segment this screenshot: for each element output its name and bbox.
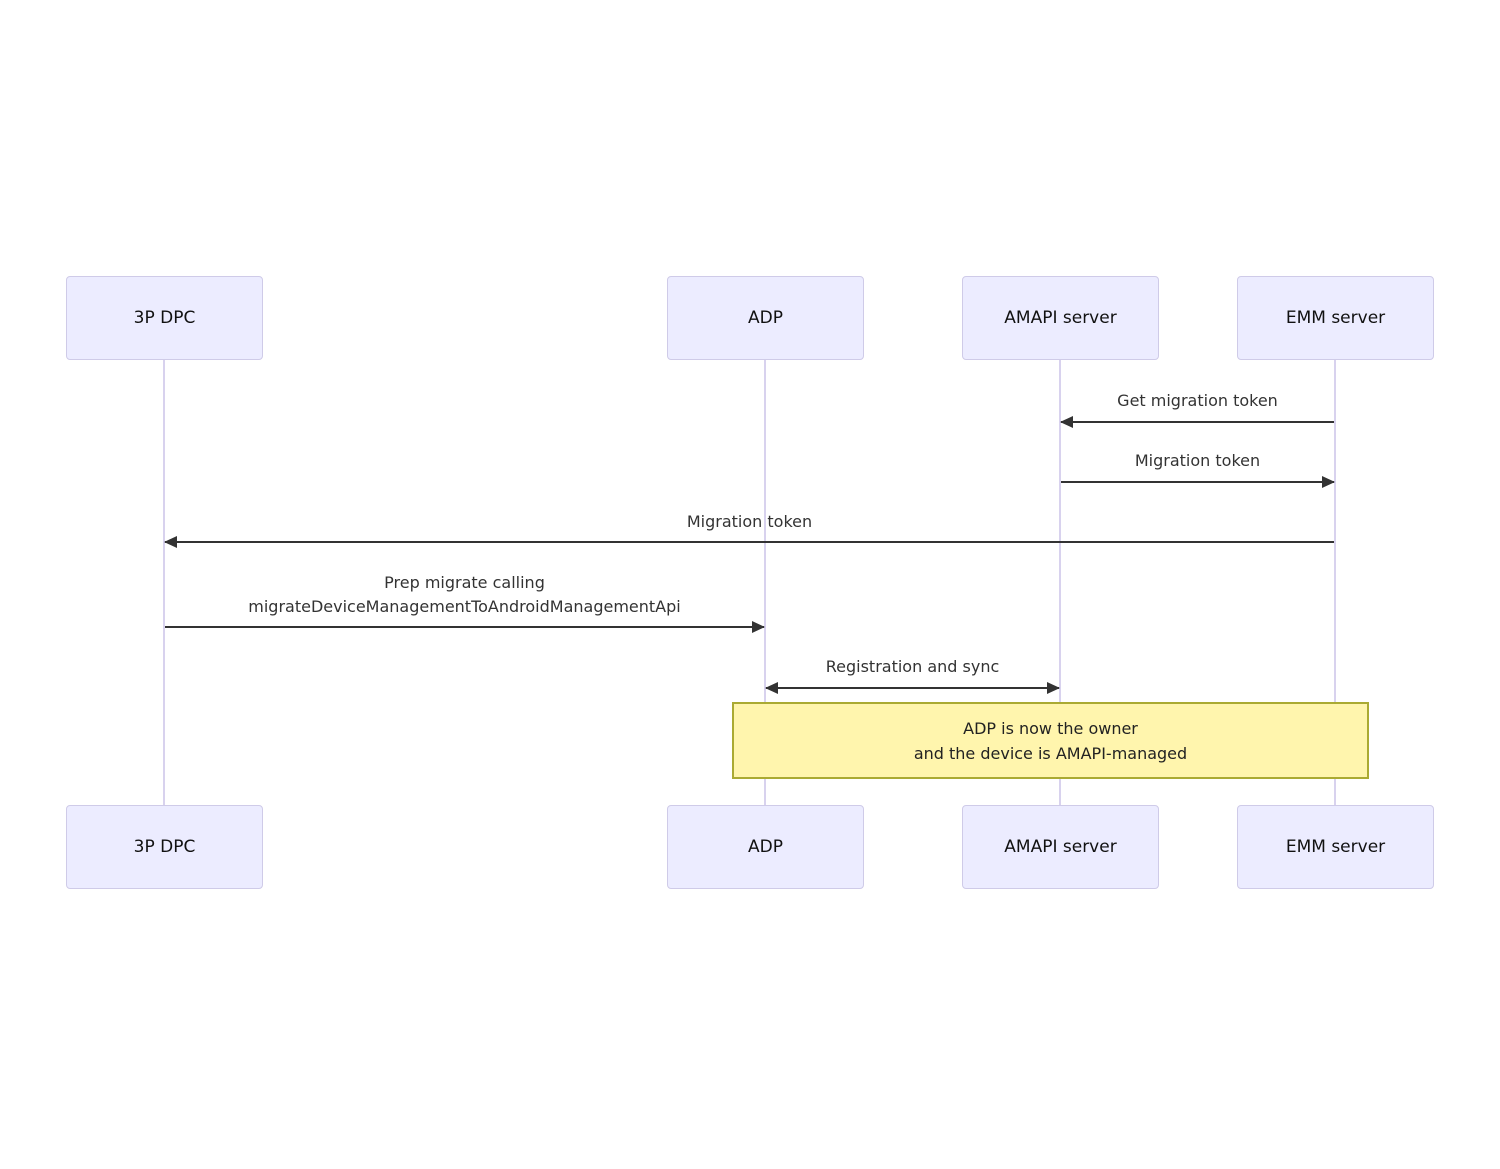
actor-box-3p-dpc-top: 3P DPC <box>66 276 263 360</box>
actor-label-emm-server: EMM server <box>1285 308 1386 328</box>
actor-box-adp-top: ADP <box>667 276 864 360</box>
message-arrow-migration-token-1 <box>1060 476 1335 488</box>
arrowhead-right <box>1322 476 1335 488</box>
message-label-get-migration-token: Get migration token <box>1117 391 1278 410</box>
actor-box-emm-server-top: EMM server <box>1237 276 1434 360</box>
message-label-line2: migrateDeviceManagementToAndroidManageme… <box>248 597 681 616</box>
actor-label-3p-dpc: 3P DPC <box>133 308 196 328</box>
arrowhead-left <box>765 682 778 694</box>
arrow-line <box>1061 421 1334 423</box>
actor-label-amapi-server: AMAPI server <box>1004 837 1117 857</box>
actor-label-3p-dpc: 3P DPC <box>133 837 196 857</box>
lifeline-amapi-server <box>1059 360 1061 806</box>
note-line1: ADP is now the owner <box>963 718 1138 738</box>
actor-box-3p-dpc-bottom: 3P DPC <box>66 805 263 889</box>
message-arrow-migration-token-2 <box>164 536 1335 548</box>
actor-box-emm-server-bottom: EMM server <box>1237 805 1434 889</box>
arrow-line <box>165 626 764 628</box>
arrow-line <box>766 687 1059 689</box>
note-line2: and the device is AMAPI-managed <box>913 743 1188 763</box>
message-label-line1: Prep migrate calling <box>384 573 545 592</box>
message-arrow-prep-migrate <box>164 621 765 633</box>
actor-box-amapi-server-top: AMAPI server <box>962 276 1159 360</box>
actor-box-amapi-server-bottom: AMAPI server <box>962 805 1159 889</box>
message-arrow-registration-and-sync <box>765 682 1060 694</box>
message-arrow-get-migration-token <box>1060 416 1335 428</box>
actor-box-adp-bottom: ADP <box>667 805 864 889</box>
lifeline-3p-dpc <box>163 360 165 806</box>
arrow-line <box>1061 481 1334 483</box>
arrowhead-left <box>164 536 177 548</box>
actor-label-adp: ADP <box>748 308 783 328</box>
lifeline-emm-server <box>1334 360 1336 806</box>
message-label-prep-migrate: Prep migrate calling migrateDeviceManage… <box>164 571 765 619</box>
arrowhead-left <box>1060 416 1073 428</box>
arrowhead-right <box>1047 682 1060 694</box>
arrow-line <box>165 541 1334 543</box>
actor-label-emm-server: EMM server <box>1285 837 1386 857</box>
message-label-migration-token-1: Migration token <box>1134 451 1261 470</box>
actor-label-adp: ADP <box>748 837 783 857</box>
lifeline-adp <box>764 360 766 806</box>
arrowhead-right <box>752 621 765 633</box>
message-label-migration-token-2: Migration token <box>686 512 813 531</box>
actor-label-amapi-server: AMAPI server <box>1004 308 1117 328</box>
message-label-registration-and-sync: Registration and sync <box>825 657 1000 676</box>
note-box: ADP is now the owner and the device is A… <box>732 702 1369 779</box>
